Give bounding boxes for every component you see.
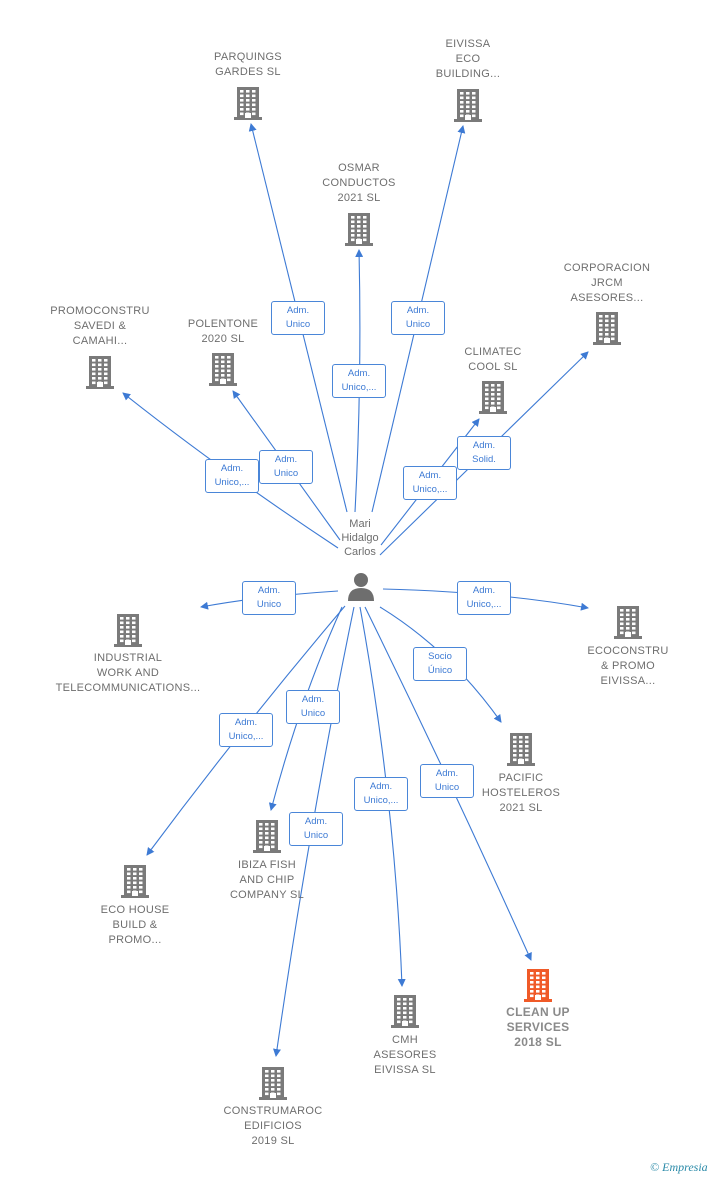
company-name-clean-up[interactable]: CLEAN UP SERVICES 2018 SL bbox=[506, 1005, 570, 1049]
role-label-corporacion[interactable]: Adm. Solid. bbox=[457, 436, 511, 470]
role-label-promoconstru[interactable]: Adm. Unico,... bbox=[205, 459, 259, 493]
company-name-pacific[interactable]: PACIFIC HOSTELEROS 2021 SL bbox=[481, 772, 561, 814]
role-label-ecoconstru[interactable]: Adm. Unico,... bbox=[457, 581, 511, 615]
role-label-industrial[interactable]: Adm. Unico bbox=[242, 581, 296, 615]
role-label-eco-house[interactable]: Adm. Unico,... bbox=[219, 713, 273, 747]
building-icon[interactable] bbox=[391, 994, 419, 1033]
role-label-osmar[interactable]: Adm. Unico,... bbox=[332, 364, 386, 398]
role-label-polentone[interactable]: Adm. Unico bbox=[259, 450, 313, 484]
center-person-name: Mari Hidalgo Carlos bbox=[341, 518, 379, 558]
company-name-ibiza-fish[interactable]: IBIZA FISH AND CHIP COMPANY SL bbox=[229, 859, 305, 901]
building-icon[interactable] bbox=[614, 605, 642, 644]
person-icon[interactable] bbox=[346, 570, 376, 602]
building-icon[interactable] bbox=[253, 819, 281, 858]
role-label-construmaroc[interactable]: Adm. Unico bbox=[289, 812, 343, 846]
role-label-pacific[interactable]: Socio Único bbox=[413, 647, 467, 681]
building-icon[interactable] bbox=[209, 352, 237, 391]
company-name-industrial[interactable]: INDUSTRIAL WORK AND TELECOMMUNICATIONS..… bbox=[55, 652, 201, 694]
brand-logo: © Empresia bbox=[650, 1160, 708, 1175]
role-label-clean-up[interactable]: Adm. Unico bbox=[420, 764, 474, 798]
building-icon[interactable] bbox=[454, 88, 482, 127]
company-name-parquings[interactable]: PARQUINGS GARDES SL bbox=[214, 51, 282, 78]
role-label-climatec[interactable]: Adm. Unico,... bbox=[403, 466, 457, 500]
building-icon[interactable] bbox=[345, 212, 373, 251]
role-label-parquings[interactable]: Adm. Unico bbox=[271, 301, 325, 335]
company-name-eivissa-eco[interactable]: EIVISSA ECO BUILDING... bbox=[435, 38, 501, 80]
company-name-promoconstru[interactable]: PROMOCONSTRU SAVEDI & CAMAHI... bbox=[50, 305, 150, 347]
brand-name: Empresia bbox=[662, 1160, 708, 1174]
building-icon[interactable] bbox=[234, 86, 262, 125]
role-label-eivissa-eco[interactable]: Adm. Unico bbox=[391, 301, 445, 335]
company-name-construmaroc[interactable]: CONSTRUMAROC EDIFICIOS 2019 SL bbox=[223, 1105, 323, 1147]
company-name-ecoconstru[interactable]: ECOCONSTRU & PROMO EIVISSA... bbox=[587, 645, 669, 687]
company-name-osmar[interactable]: OSMAR CONDUCTOS 2021 SL bbox=[322, 162, 396, 204]
building-icon[interactable] bbox=[259, 1066, 287, 1105]
building-icon[interactable] bbox=[479, 380, 507, 419]
role-label-ibiza-fish[interactable]: Adm. Unico bbox=[286, 690, 340, 724]
company-name-polentone[interactable]: POLENTONE 2020 SL bbox=[187, 318, 259, 345]
company-name-eco-house[interactable]: ECO HOUSE BUILD & PROMO... bbox=[100, 904, 170, 946]
copyright-symbol: © bbox=[650, 1160, 660, 1174]
company-name-climatec[interactable]: CLIMATEC COOL SL bbox=[464, 346, 522, 373]
building-icon[interactable] bbox=[507, 732, 535, 771]
building-icon[interactable] bbox=[86, 355, 114, 394]
building-icon[interactable] bbox=[593, 311, 621, 350]
role-label-cmh[interactable]: Adm. Unico,... bbox=[354, 777, 408, 811]
company-name-corporacion[interactable]: CORPORACION JRCM ASESORES... bbox=[563, 262, 651, 304]
building-icon[interactable] bbox=[524, 968, 552, 1007]
company-name-cmh[interactable]: CMH ASESORES EIVISSA SL bbox=[373, 1034, 437, 1076]
building-icon[interactable] bbox=[121, 864, 149, 903]
building-icon[interactable] bbox=[114, 613, 142, 652]
